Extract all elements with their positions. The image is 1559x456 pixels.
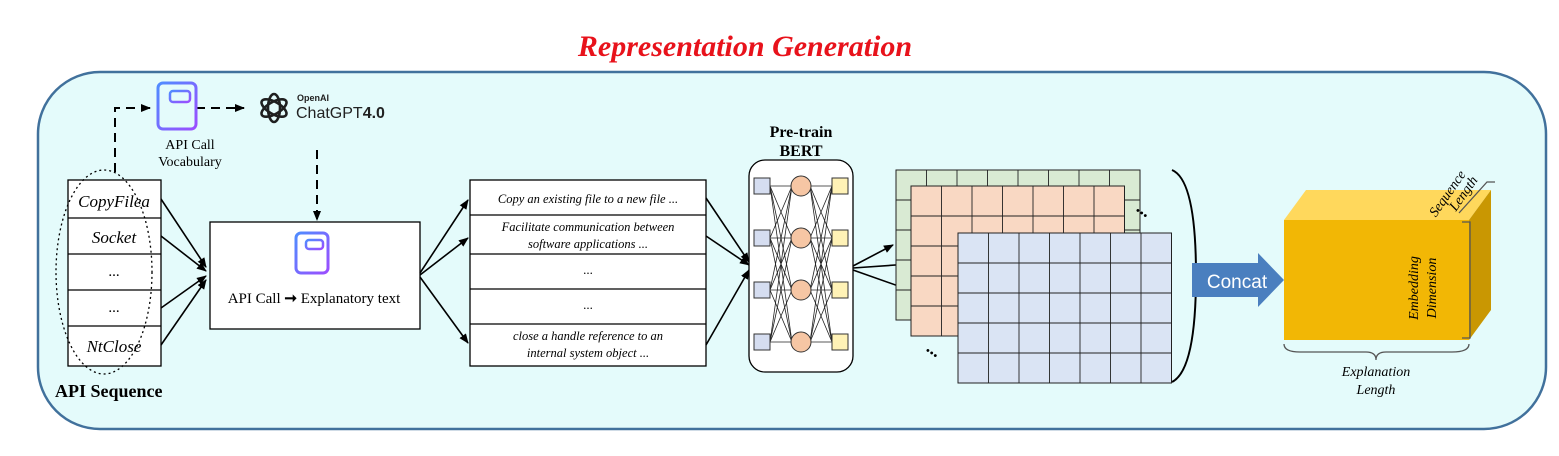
bert-hidden-node <box>790 175 812 197</box>
api-item: NtClose <box>86 337 142 356</box>
bert-connection <box>809 289 833 343</box>
bert-connection <box>809 185 833 291</box>
explanation-text: Copy an existing file to a new file ... <box>498 192 678 206</box>
vocabulary-label: Vocabulary <box>158 155 222 170</box>
converter-label: API Call ➞ Explanatory text <box>228 291 401 307</box>
bert-output-node <box>831 281 849 299</box>
explanation-text: close a handle reference to an <box>513 329 663 343</box>
explanation-list: Copy an existing file to a new file ... … <box>469 179 707 367</box>
bert-input-node <box>753 333 771 351</box>
grid-background <box>957 232 1172 384</box>
embedding-cube <box>1284 190 1491 340</box>
diagram-title: Representation Generation <box>577 30 912 63</box>
embedding-grid-blue <box>957 232 1172 384</box>
converter-left: API Call <box>228 291 281 307</box>
cube-explanation-length: Length <box>1356 383 1396 398</box>
vocabulary-label: API Call <box>165 138 215 153</box>
chatgpt-brand: OpenAI <box>297 93 329 103</box>
bert-connection <box>769 289 793 343</box>
chatgpt-version: 4.0 <box>363 105 385 122</box>
book-icon <box>156 81 198 131</box>
explanation-text: ... <box>583 297 593 312</box>
concat-arrow <box>1192 253 1284 307</box>
arrows-converter-to-explanations <box>419 199 469 344</box>
explanation-text: internal system object ... <box>527 346 649 360</box>
chatgpt-name: ChatGPT4.0 <box>296 105 385 122</box>
sequence-length-bracket <box>1458 181 1495 214</box>
bert-input-node <box>753 177 771 195</box>
sequence-dotted-ellipse <box>55 169 153 375</box>
bert-hidden-node <box>790 227 812 249</box>
embedding-grid-stack <box>895 169 1172 384</box>
embedding-dimension-bracket <box>1462 221 1471 339</box>
dashed-arrow-to-vocabulary <box>114 104 151 172</box>
bert-label: BERT <box>779 143 822 160</box>
arrows-list-to-converter <box>160 198 207 346</box>
concat-label: Concat <box>1207 272 1268 293</box>
api-sequence-list: CopyFilea Socket ... ... NtClose <box>67 179 162 367</box>
cube-embedding-dimension: Dimension <box>1425 258 1440 320</box>
bert-connection <box>809 185 833 239</box>
bert-connection <box>769 185 793 343</box>
api-item: ... <box>108 300 119 316</box>
bert-output-node <box>831 333 849 351</box>
explanation-text: software applications ... <box>528 237 648 251</box>
bert-connection <box>769 185 793 239</box>
api-item: Socket <box>92 228 138 247</box>
explanation-text: Facilitate communication between <box>501 220 675 234</box>
bert-input-node <box>753 229 771 247</box>
bert-output-node <box>831 229 849 247</box>
cube-explanation-length: Explanation <box>1341 365 1410 380</box>
bert-label: Pre-train <box>770 124 833 141</box>
api-item: CopyFilea <box>78 192 150 211</box>
converter-box <box>209 221 421 330</box>
bert-hidden-node <box>790 331 812 353</box>
cube-embedding-dimension: Embedding <box>1407 256 1422 321</box>
converter-right: Explanatory text <box>301 291 401 307</box>
bert-input-node <box>753 281 771 299</box>
bert-hidden-node <box>790 279 812 301</box>
bert-connection <box>769 185 793 291</box>
bert-output-node <box>831 177 849 195</box>
bert-connection <box>809 237 833 343</box>
bert-connection <box>809 185 833 343</box>
bert-network <box>753 175 849 353</box>
book-icon <box>294 231 330 275</box>
arrows-explanations-to-bert <box>705 197 750 346</box>
explanation-length-bracket <box>1283 343 1470 361</box>
api-item: ... <box>108 264 119 280</box>
explanation-text: ... <box>583 262 593 277</box>
converter-arrow: ➞ <box>284 291 297 307</box>
api-sequence-label: API Sequence <box>55 381 163 401</box>
chatgpt-name-text: ChatGPT <box>296 105 363 122</box>
bert-connection <box>769 237 793 343</box>
